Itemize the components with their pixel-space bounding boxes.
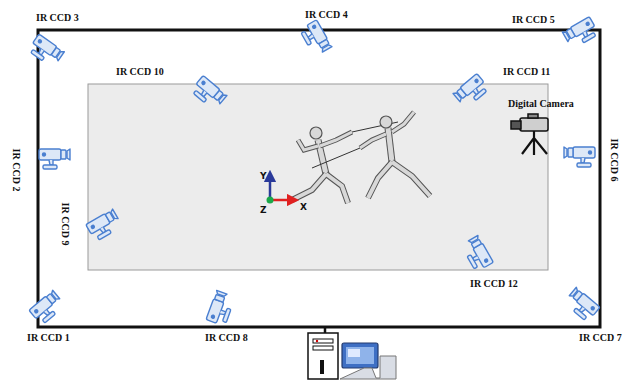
- camera-label: IR CCD 4: [305, 10, 348, 20]
- camera-label: IR CCD 9: [60, 203, 70, 246]
- camera-label: IR CCD 7: [579, 333, 622, 343]
- cable: [324, 327, 327, 333]
- ir-cameras: [27, 17, 600, 327]
- camera-label: IR CCD 8: [205, 333, 248, 343]
- camera-label: Digital Camera: [508, 99, 574, 109]
- axis-label: Y: [260, 172, 267, 181]
- room-border: [38, 30, 600, 327]
- camera-label: IR CCD 2: [11, 149, 21, 192]
- camera-label: IR CCD 12: [470, 279, 518, 289]
- camera-label: IR CCD 5: [512, 15, 555, 25]
- coordinate-axes: [267, 176, 294, 204]
- computer: [308, 333, 396, 379]
- camera-label: IR CCD 1: [27, 333, 70, 343]
- camera-label: IR CCD 6: [609, 139, 619, 182]
- axis-label: Z: [260, 206, 267, 215]
- fencers: [292, 112, 430, 203]
- camera-label: IR CCD 11: [503, 67, 550, 77]
- camera-label: IR CCD 10: [116, 67, 164, 77]
- camera-label: IR CCD 3: [36, 13, 79, 23]
- axis-label: X: [300, 203, 307, 212]
- digital-camera: [511, 114, 548, 155]
